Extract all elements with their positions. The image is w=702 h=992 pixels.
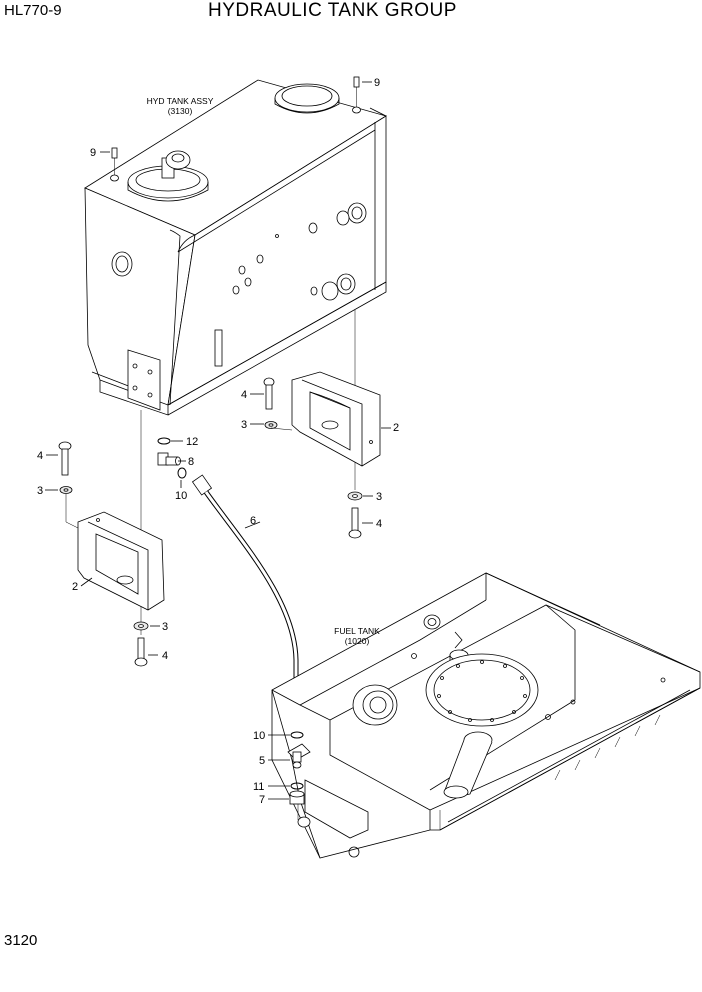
callout-9-left: 9 bbox=[90, 147, 96, 159]
hyd-tank-ref: (3130) bbox=[168, 106, 193, 116]
bracket-2-right bbox=[291, 371, 381, 467]
callout-3-upper-left: 3 bbox=[37, 485, 43, 497]
washer-3-upper-left bbox=[45, 486, 79, 529]
o-ring-12 bbox=[157, 437, 183, 445]
bolt-9-right bbox=[352, 76, 372, 114]
callout-3-lower-left: 3 bbox=[162, 621, 168, 633]
hydraulic-tank bbox=[84, 79, 387, 416]
callout-3-upper-right: 3 bbox=[241, 419, 247, 431]
adapter-7 bbox=[268, 790, 305, 805]
callout-2-left: 2 bbox=[72, 581, 78, 593]
washer-3-lower-left bbox=[133, 621, 160, 631]
elbow-8 bbox=[157, 452, 186, 466]
callout-10-lower: 10 bbox=[253, 730, 265, 742]
o-ring-10-lower bbox=[268, 731, 304, 739]
callout-7: 7 bbox=[259, 794, 265, 806]
page-number: 3120 bbox=[4, 932, 38, 949]
washer-3-lower-right bbox=[347, 491, 373, 501]
fuel-tank-ref: (1020) bbox=[345, 636, 370, 646]
fuel-tank bbox=[271, 572, 701, 859]
fuel-tank-name: FUEL TANK bbox=[334, 626, 380, 636]
o-ring-11 bbox=[268, 782, 304, 790]
callout-4-upper-left: 4 bbox=[37, 450, 43, 462]
callout-6: 6 bbox=[250, 515, 256, 527]
bolt-4-lower-left bbox=[134, 637, 158, 667]
bracket-2-left bbox=[77, 511, 165, 611]
callout-12: 12 bbox=[186, 436, 198, 448]
callout-4-upper-right: 4 bbox=[241, 389, 247, 401]
bolt-4-lower-right bbox=[348, 507, 373, 539]
hyd-tank-name: HYD TANK ASSY bbox=[147, 96, 214, 106]
o-ring-10-upper bbox=[177, 467, 187, 488]
model-number: HL770-9 bbox=[4, 2, 62, 19]
callout-4-lower-left: 4 bbox=[162, 650, 168, 662]
callout-4-lower-right: 4 bbox=[376, 518, 382, 530]
connector-5 bbox=[268, 743, 311, 769]
bolt-4-upper-left bbox=[46, 441, 72, 476]
callout-8: 8 bbox=[188, 456, 194, 468]
callout-2-right: 2 bbox=[393, 422, 399, 434]
washer-3-upper-right bbox=[250, 421, 293, 431]
callout-10-upper: 10 bbox=[175, 490, 187, 502]
callout-5: 5 bbox=[259, 755, 265, 767]
callout-9-right: 9 bbox=[374, 77, 380, 89]
bolt-9-left bbox=[100, 147, 119, 182]
page-title: HYDRAULIC TANK GROUP bbox=[208, 0, 457, 21]
callout-3-lower-right: 3 bbox=[376, 491, 382, 503]
bolt-4-upper-right bbox=[250, 377, 275, 410]
callout-11: 11 bbox=[253, 781, 264, 793]
